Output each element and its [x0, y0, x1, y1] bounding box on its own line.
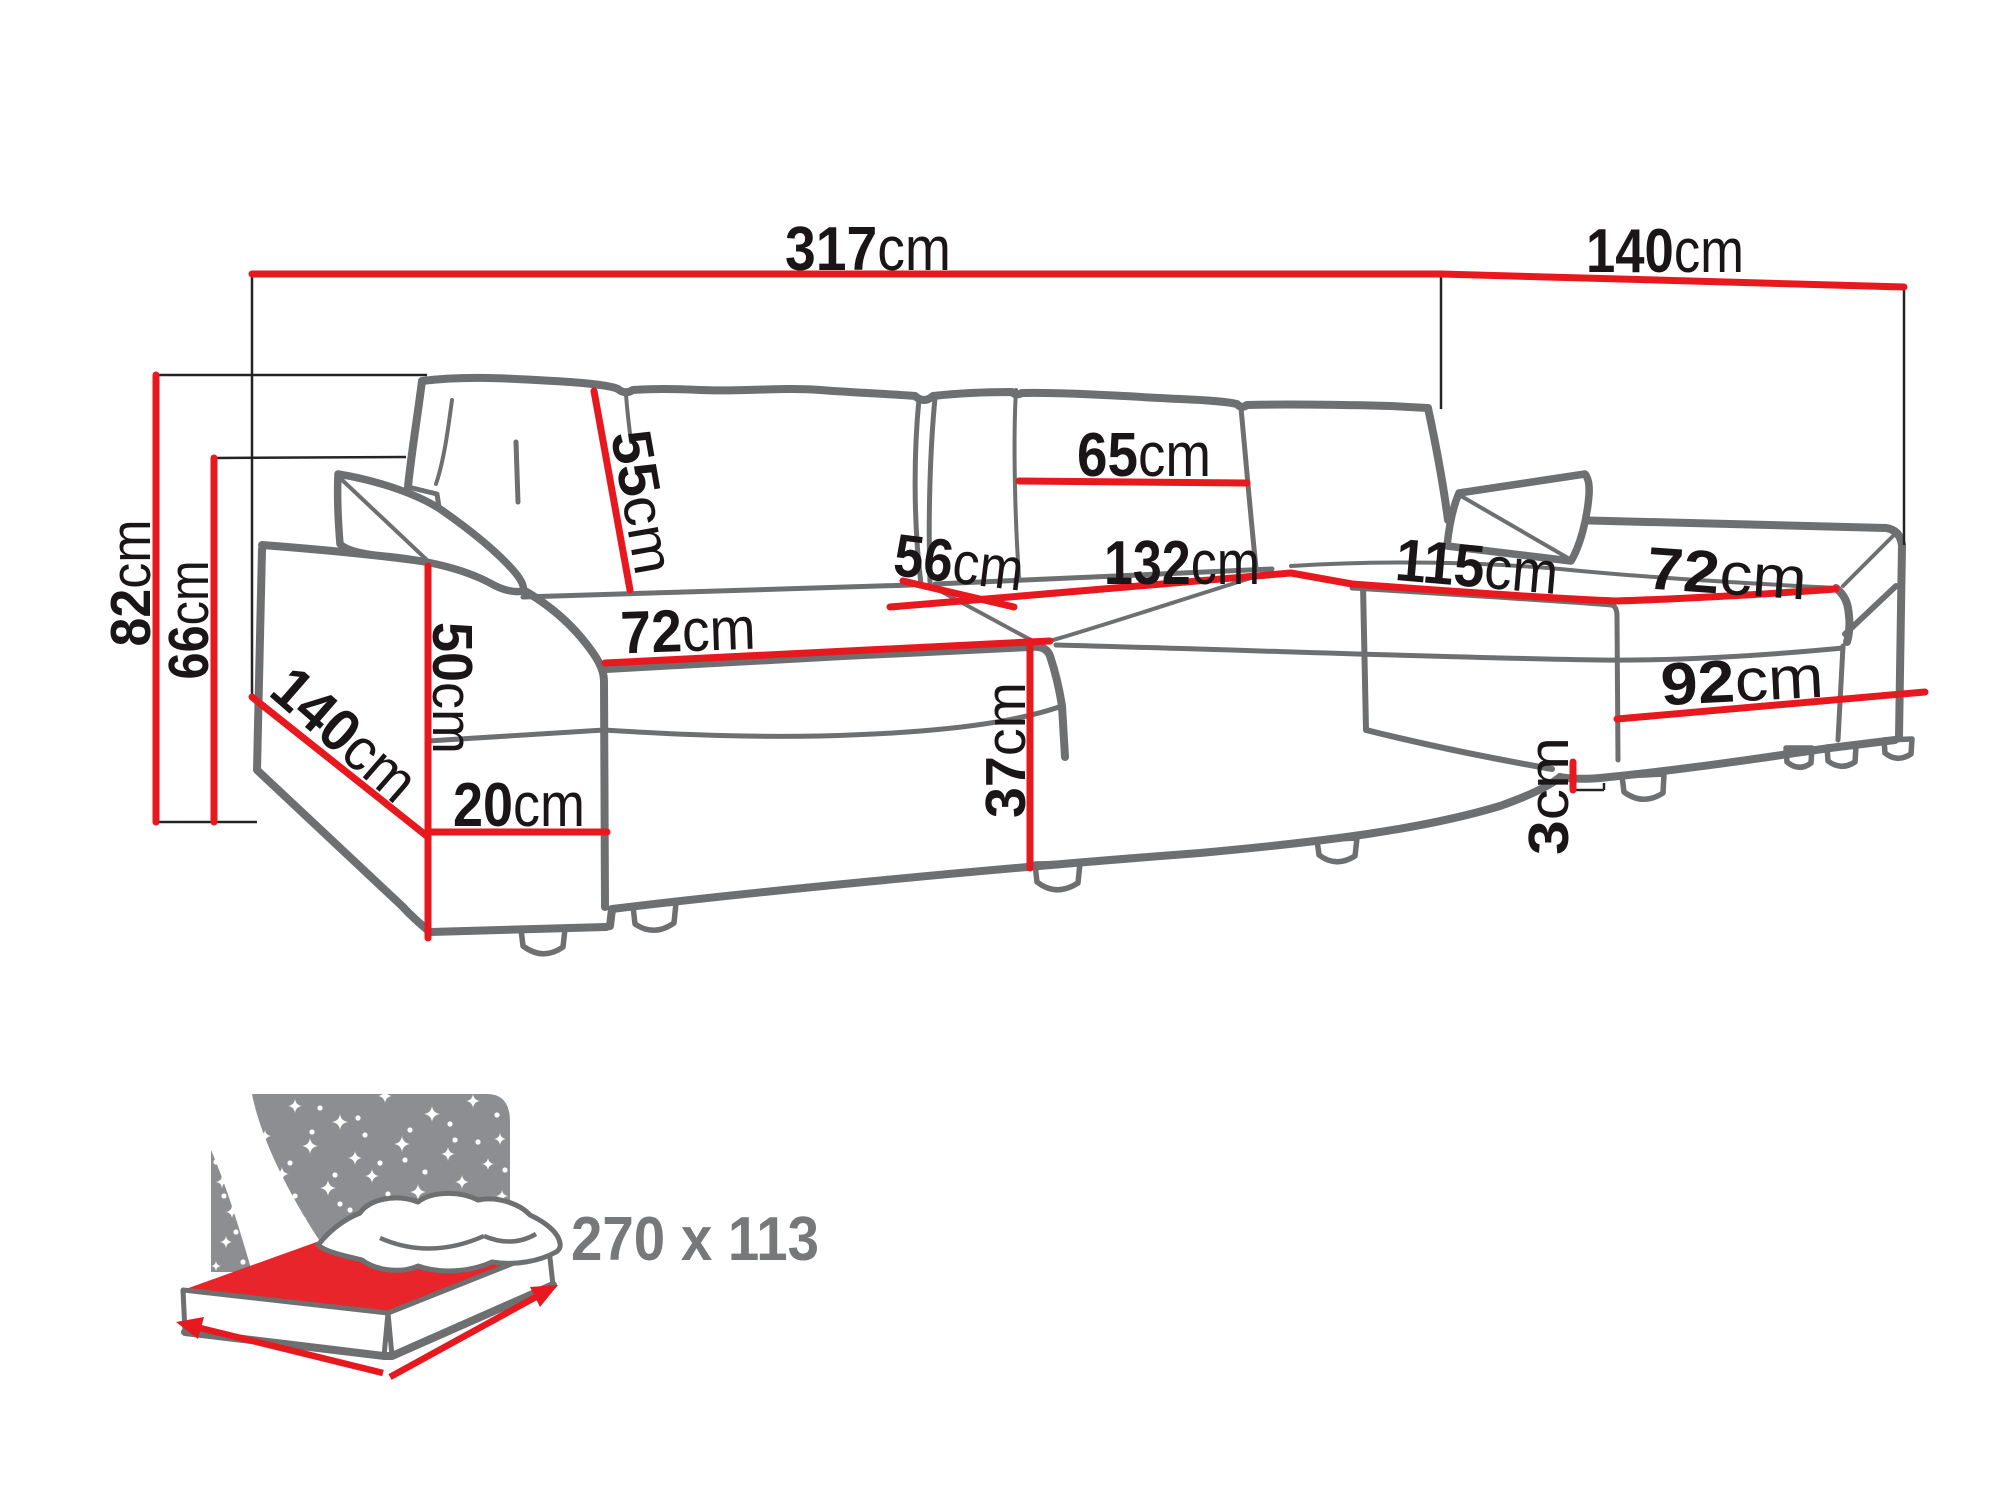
- svg-text:50cm: 50cm: [420, 622, 484, 754]
- svg-text:65cm: 65cm: [1077, 421, 1211, 490]
- svg-text:82cm: 82cm: [99, 520, 163, 647]
- svg-text:72cm: 72cm: [619, 595, 756, 667]
- svg-text:3cm: 3cm: [1517, 737, 1581, 855]
- svg-text:66cm: 66cm: [157, 561, 221, 680]
- svg-text:270 x 113: 270 x 113: [571, 1205, 819, 1274]
- svg-text:92cm: 92cm: [1659, 643, 1825, 718]
- svg-text:37cm: 37cm: [974, 682, 1038, 818]
- svg-text:317cm: 317cm: [785, 215, 951, 284]
- svg-text:72cm: 72cm: [1645, 534, 1809, 612]
- svg-text:140cm: 140cm: [1586, 217, 1744, 286]
- svg-text:132cm: 132cm: [1104, 529, 1260, 598]
- svg-text:56cm: 56cm: [890, 521, 1027, 603]
- svg-text:20cm: 20cm: [453, 771, 585, 840]
- svg-text:115cm: 115cm: [1393, 526, 1561, 607]
